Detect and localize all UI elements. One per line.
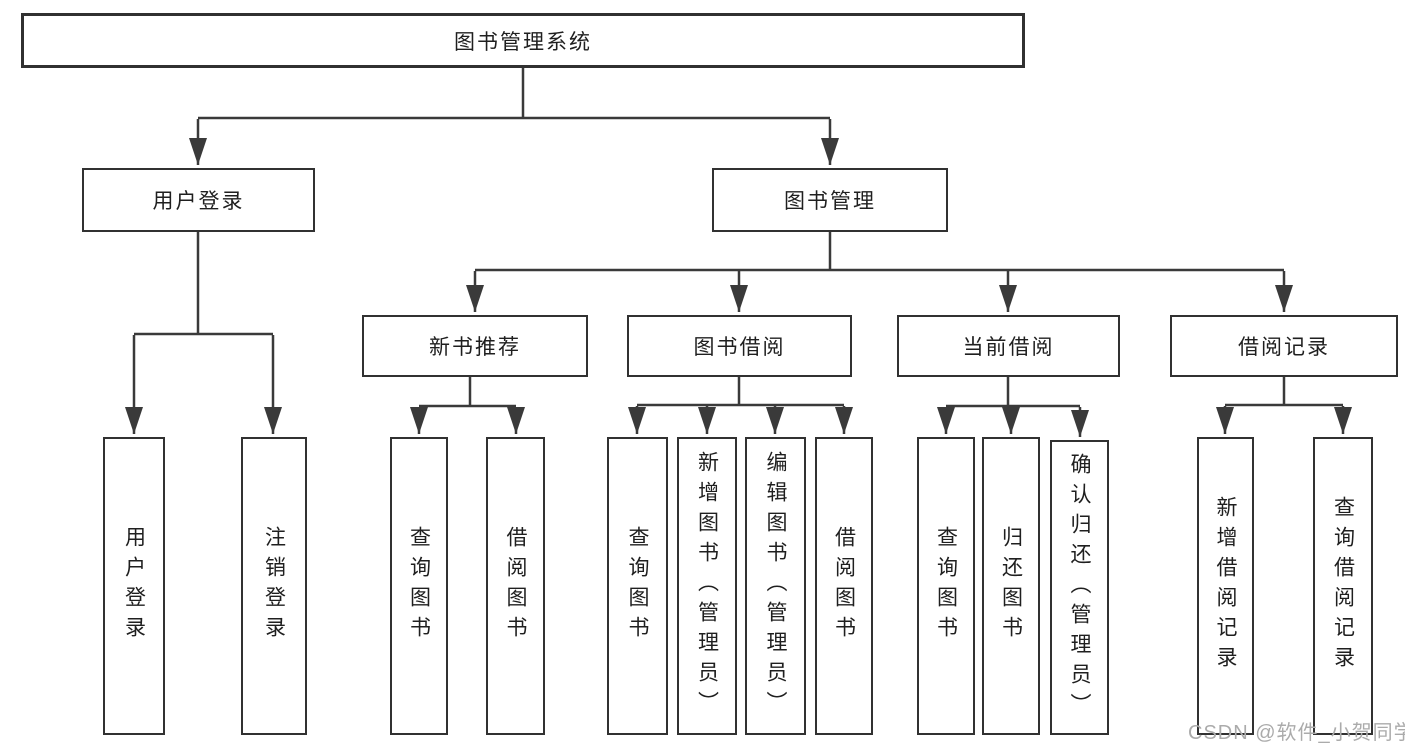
node-label: 图书借阅 <box>693 336 786 359</box>
csdn-watermark: CSDN @软件_小贺同学 <box>1188 722 1405 744</box>
node-leaf-logout: 注销登录 <box>241 437 307 735</box>
connector-borrow-records-rail <box>1225 377 1343 407</box>
node-leaf-query-borrow-record: 查询借阅记录 <box>1313 437 1373 735</box>
node-label: 查询图书 <box>407 526 431 646</box>
node-leaf-confirm-return-admin: 确认归还（管理员） <box>1050 440 1109 735</box>
node-leaf-return-books: 归还图书 <box>982 437 1040 735</box>
node-label: 新书推荐 <box>429 336 521 359</box>
connector-book-borrow-rail <box>637 377 844 407</box>
node-leaf-user-login: 用户登录 <box>103 437 165 735</box>
node-label: 归还图书 <box>999 526 1023 646</box>
node-label: 注销登录 <box>262 526 286 646</box>
node-new-book-recommend: 新书推荐 <box>362 315 588 377</box>
node-label: 确认归还（管理员） <box>1068 452 1091 723</box>
node-label: 当前借阅 <box>962 336 1055 359</box>
connector-root-rail <box>198 68 830 120</box>
node-leaf-query-books-2: 查询图书 <box>607 437 668 735</box>
node-label: 借阅记录 <box>1238 336 1330 359</box>
node-book-management: 图书管理 <box>712 168 948 232</box>
node-book-borrowing: 图书借阅 <box>627 315 852 377</box>
node-label: 借阅图书 <box>504 526 527 646</box>
node-leaf-add-books-admin: 新增图书（管理员） <box>677 437 737 735</box>
node-label: 图书管理系统 <box>454 30 592 54</box>
node-label: 新增借阅记录 <box>1214 496 1237 676</box>
node-leaf-query-books-1: 查询图书 <box>390 437 448 735</box>
node-label: 新增图书（管理员） <box>695 451 719 721</box>
node-label: 用户登录 <box>152 190 245 213</box>
connector-book-mgmt-rail <box>475 232 1284 272</box>
node-label: 用户登录 <box>122 526 146 646</box>
node-leaf-query-books-3: 查询图书 <box>917 437 975 735</box>
node-leaf-borrow-books-1: 借阅图书 <box>486 437 545 735</box>
node-user-login: 用户登录 <box>82 168 315 232</box>
node-leaf-edit-books-admin: 编辑图书（管理员） <box>745 437 806 735</box>
node-label: 图书管理 <box>784 190 876 213</box>
node-label: 查询借阅记录 <box>1331 496 1355 676</box>
node-leaf-add-borrow-record: 新增借阅记录 <box>1197 437 1254 735</box>
connector-current-borrow-rail <box>946 377 1080 408</box>
node-label: 借阅图书 <box>832 526 856 646</box>
node-current-borrowing: 当前借阅 <box>897 315 1120 377</box>
connector-user-login-rail <box>134 232 273 336</box>
node-label: 查询图书 <box>626 526 649 646</box>
node-label: 查询图书 <box>934 526 958 646</box>
connector-new-books-rail <box>419 377 516 408</box>
node-label: 编辑图书（管理员） <box>764 451 787 721</box>
node-leaf-borrow-books-2: 借阅图书 <box>815 437 873 735</box>
node-borrowing-records: 借阅记录 <box>1170 315 1398 377</box>
node-library-management-system: 图书管理系统 <box>21 13 1025 68</box>
